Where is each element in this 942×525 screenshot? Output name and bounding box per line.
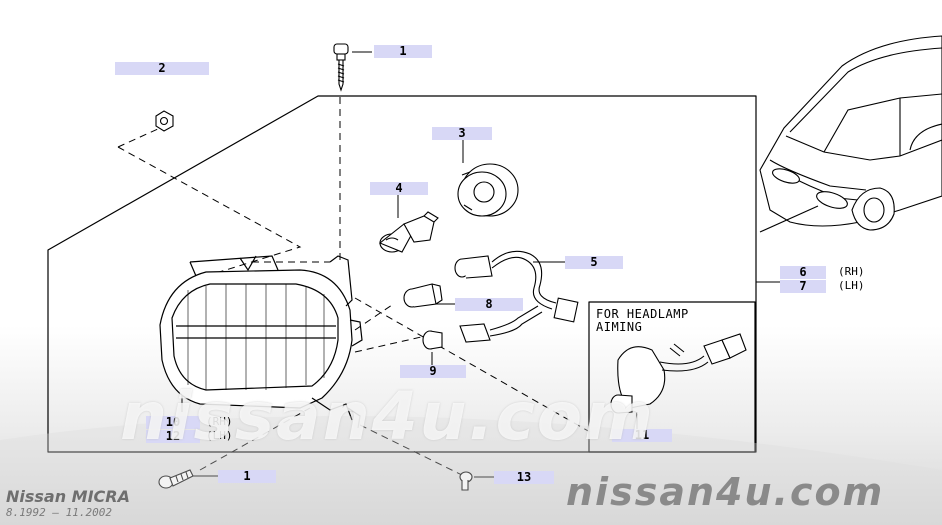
callout-6: 6	[780, 266, 826, 279]
socket-harness-icon	[454, 250, 579, 323]
callout-11: 11	[612, 429, 672, 442]
callout-5: 5	[565, 256, 623, 269]
callout-2: 2	[115, 62, 209, 75]
nut-icon	[155, 110, 174, 132]
side-label-rh-left: (RH)	[206, 415, 233, 428]
callout-1-bottom: 1	[218, 470, 276, 483]
callout-12: 12	[146, 430, 200, 443]
aiming-note-line1: FOR HEADLAMP	[596, 307, 689, 321]
callout-4: 4	[370, 182, 428, 195]
aiming-inset-frame	[588, 301, 756, 453]
callout-3: 3	[432, 127, 492, 140]
wedge-bulb-icon	[422, 305, 543, 350]
side-label-lh-left: (LH)	[206, 429, 233, 442]
clip-icon	[459, 471, 473, 491]
aiming-motor-icon	[610, 333, 747, 414]
watermark-corner: nissan4u.com	[566, 470, 885, 514]
car-sketch-icon	[759, 35, 942, 233]
callout-7: 7	[780, 280, 826, 293]
side-label-lh-right: (LH)	[838, 279, 865, 292]
headlamp-unit-icon	[159, 255, 363, 429]
screw-top-icon	[333, 43, 349, 92]
callout-9: 9	[400, 365, 466, 378]
production-years: 8.1992 – 11.2002	[6, 506, 112, 519]
background-swoosh	[0, 416, 942, 525]
bulb-cap-icon	[457, 163, 519, 217]
screw-bottom-icon	[158, 469, 194, 489]
side-label-rh-right: (RH)	[838, 265, 865, 278]
callout-1-top: 1	[374, 45, 432, 58]
side-bulb-icon	[403, 283, 443, 308]
callout-8: 8	[455, 298, 523, 311]
callout-10: 10	[146, 416, 200, 429]
model-name: Nissan MICRA	[6, 487, 130, 506]
aiming-note-line2: AIMING	[596, 320, 643, 334]
dashed-leaders	[117, 97, 591, 478]
callout-13: 13	[494, 471, 554, 484]
h4-bulb-icon	[378, 211, 439, 253]
watermark-center: nissan4u.com	[120, 378, 655, 455]
